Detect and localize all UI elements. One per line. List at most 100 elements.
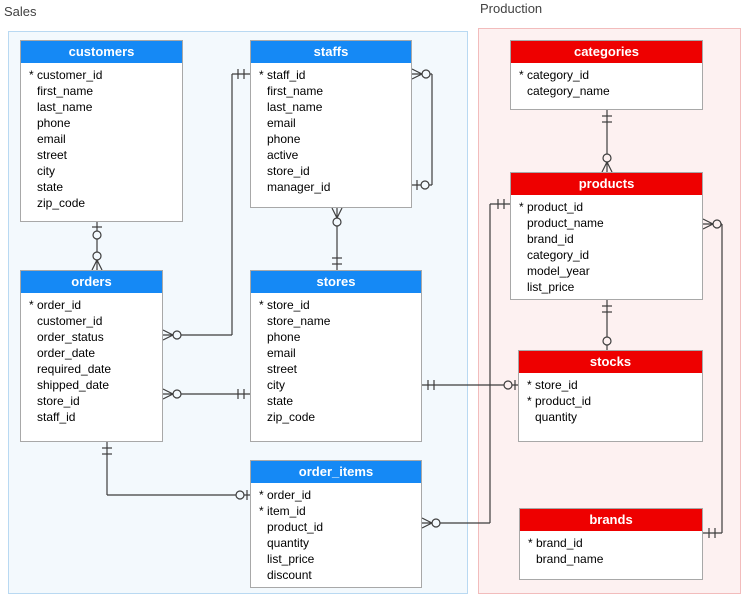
orders-field-order_id[interactable]: *order_id — [29, 297, 162, 313]
products-field-product_name[interactable]: product_name — [519, 215, 702, 231]
table-header-brands[interactable]: brands — [520, 509, 702, 531]
relationship-order_items-products[interactable] — [421, 199, 510, 529]
categories-field-category_id[interactable]: *category_id — [519, 67, 702, 83]
brands-field-brand_id[interactable]: *brand_id — [528, 535, 702, 551]
order_items-field-list_price[interactable]: list_price — [259, 551, 421, 567]
stocks-field-store_id[interactable]: *store_id — [527, 377, 702, 393]
table-header-stocks[interactable]: stocks — [519, 351, 702, 373]
customers-field-state[interactable]: state — [29, 179, 182, 195]
customers-field-email[interactable]: email — [29, 131, 182, 147]
table-header-order_items[interactable]: order_items — [251, 461, 421, 483]
field-name: store_id — [267, 298, 310, 312]
staffs-field-store_id[interactable]: store_id — [259, 163, 411, 179]
field-name: category_name — [527, 84, 610, 98]
staffs-field-staff_id[interactable]: *staff_id — [259, 67, 411, 83]
stores-field-city[interactable]: city — [259, 377, 421, 393]
customers-field-first_name[interactable]: first_name — [29, 83, 182, 99]
field-name: city — [267, 378, 285, 392]
order_items-field-discount[interactable]: discount — [259, 567, 421, 583]
relationship-products-brands[interactable] — [702, 218, 723, 538]
order_items-field-quantity[interactable]: quantity — [259, 535, 421, 551]
field-name: zip_code — [267, 410, 316, 424]
stores-field-zip_code[interactable]: zip_code — [259, 409, 421, 425]
staffs-field-manager_id[interactable]: manager_id — [259, 179, 411, 195]
products-field-brand_id[interactable]: brand_id — [519, 231, 702, 247]
orders-field-shipped_date[interactable]: shipped_date — [29, 377, 162, 393]
table-header-stores[interactable]: stores — [251, 271, 421, 293]
customers-field-customer_id[interactable]: *customer_id — [29, 67, 182, 83]
field-name: phone — [37, 116, 71, 130]
customers-field-street[interactable]: street — [29, 147, 182, 163]
products-field-category_id[interactable]: category_id — [519, 247, 702, 263]
field-name: state — [37, 180, 64, 194]
field-name: order_id — [267, 488, 312, 502]
field-name: first_name — [267, 84, 324, 98]
stores-field-store_id[interactable]: *store_id — [259, 297, 421, 313]
relationship-staffs-stores[interactable] — [331, 207, 343, 270]
staffs-field-active[interactable]: active — [259, 147, 411, 163]
relationship-products-stocks[interactable] — [602, 300, 612, 350]
field-name: last_name — [267, 100, 323, 114]
relationship-orders-stores[interactable] — [162, 388, 250, 400]
table-header-staffs[interactable]: staffs — [251, 41, 411, 63]
stores-field-phone[interactable]: phone — [259, 329, 421, 345]
field-name: category_id — [527, 68, 590, 82]
table-header-customers[interactable]: customers — [21, 41, 182, 63]
orders-field-order_status[interactable]: order_status — [29, 329, 162, 345]
brands-field-brand_name[interactable]: brand_name — [528, 551, 702, 567]
primary-key-marker: * — [519, 68, 524, 82]
relationship-customers-orders[interactable] — [91, 222, 103, 271]
orders-field-staff_id[interactable]: staff_id — [29, 409, 162, 425]
table-header-products[interactable]: products — [511, 173, 702, 195]
staffs-field-first_name[interactable]: first_name — [259, 83, 411, 99]
staffs-field-last_name[interactable]: last_name — [259, 99, 411, 115]
relationship-stores-stocks[interactable] — [422, 380, 518, 390]
field-name: item_id — [267, 504, 306, 518]
customers-field-last_name[interactable]: last_name — [29, 99, 182, 115]
staffs-field-email[interactable]: email — [259, 115, 411, 131]
order_items-field-product_id[interactable]: product_id — [259, 519, 421, 535]
products-field-model_year[interactable]: model_year — [519, 263, 702, 279]
stocks-field-quantity[interactable]: quantity — [527, 409, 702, 425]
products-field-product_id[interactable]: *product_id — [519, 199, 702, 215]
field-name: order_date — [37, 346, 96, 360]
table-header-orders[interactable]: orders — [21, 271, 162, 293]
order_items-field-item_id[interactable]: *item_id — [259, 503, 421, 519]
relationship-staffs-manager-self[interactable] — [411, 68, 433, 190]
categories-field-category_name[interactable]: category_name — [519, 83, 702, 99]
primary-key-marker: * — [259, 68, 264, 82]
stocks-field-product_id[interactable]: *product_id — [527, 393, 702, 409]
relationship-orders-staffs[interactable] — [162, 69, 250, 341]
products-field-list_price[interactable]: list_price — [519, 279, 702, 295]
stores-field-street[interactable]: street — [259, 361, 421, 377]
stores-field-email[interactable]: email — [259, 345, 421, 361]
field-name: store_id — [37, 394, 80, 408]
table-header-categories[interactable]: categories — [511, 41, 702, 63]
customers-field-city[interactable]: city — [29, 163, 182, 179]
orders-field-required_date[interactable]: required_date — [29, 361, 162, 377]
orders-field-order_date[interactable]: order_date — [29, 345, 162, 361]
stores-field-store_name[interactable]: store_name — [259, 313, 421, 329]
orders-field-store_id[interactable]: store_id — [29, 393, 162, 409]
stores-field-state[interactable]: state — [259, 393, 421, 409]
relationship-categories-products[interactable] — [601, 110, 613, 173]
order_items-field-order_id[interactable]: *order_id — [259, 487, 421, 503]
orders-field-customer_id[interactable]: customer_id — [29, 313, 162, 329]
field-name: quantity — [535, 410, 578, 424]
staffs-field-phone[interactable]: phone — [259, 131, 411, 147]
customers-field-zip_code[interactable]: zip_code — [29, 195, 182, 211]
relationship-orders-order_items[interactable] — [102, 442, 250, 500]
customers-field-phone[interactable]: phone — [29, 115, 182, 131]
